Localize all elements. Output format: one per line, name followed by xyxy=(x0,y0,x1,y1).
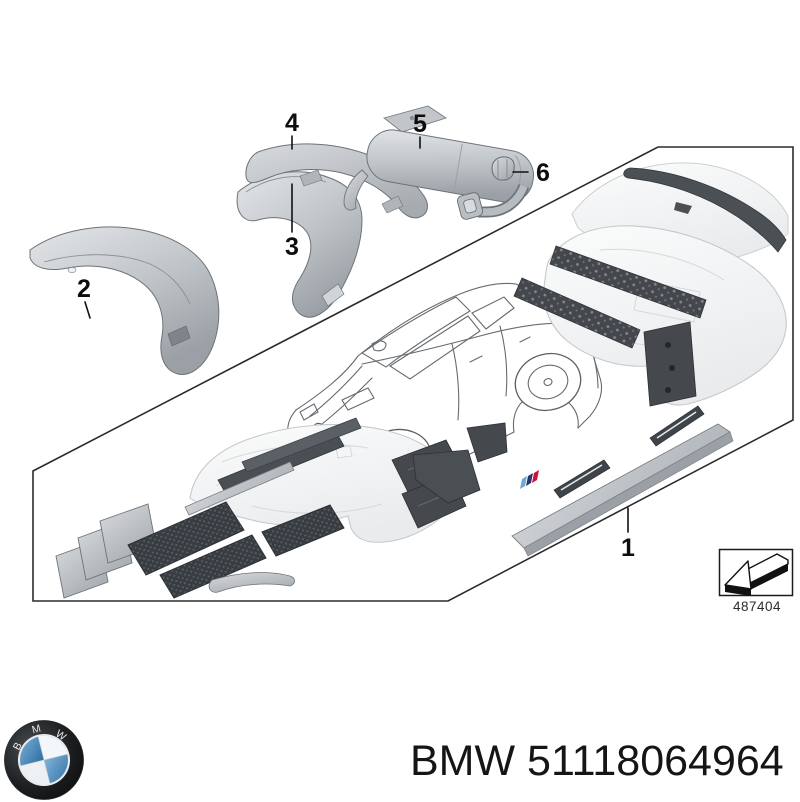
deflector-left xyxy=(412,449,481,504)
sill-finisher-strips xyxy=(553,405,705,499)
reference-box: 487404 xyxy=(718,548,794,614)
callout-5-label: 5 xyxy=(413,110,427,138)
trim-strip xyxy=(184,461,295,516)
front-grille-set xyxy=(55,461,345,599)
bmw-roundel-logo: B M W xyxy=(2,718,86,802)
mesh-grille-center xyxy=(159,534,267,599)
callout-3: 3 xyxy=(285,183,299,261)
roundel-quadrant-blue-br xyxy=(44,754,68,784)
roundel-quadrant-blue-tl xyxy=(20,736,44,766)
corner-trim-blade xyxy=(208,572,295,593)
side-skirt-edge xyxy=(523,431,734,557)
rear-bumper-lower-part xyxy=(236,171,363,318)
callout-2-label: 2 xyxy=(77,275,91,303)
rear-wheel xyxy=(514,352,582,412)
reference-code: 487404 xyxy=(733,599,781,614)
callout-1: 1 xyxy=(621,507,635,562)
bumper-carrier-lower xyxy=(513,277,641,349)
rear-bumper-assembly xyxy=(513,162,789,499)
mesh-grille-left xyxy=(127,501,245,576)
callout-1-label: 1 xyxy=(621,534,635,562)
callout-3-label: 3 xyxy=(285,233,299,261)
side-skirt-blade xyxy=(511,423,731,549)
direction-of-travel-arrow-icon xyxy=(724,553,789,596)
rear-silencer-part xyxy=(343,105,534,220)
callout-5: 5 xyxy=(413,110,427,149)
deflector-right xyxy=(466,422,508,463)
callout-6-label: 6 xyxy=(536,159,550,187)
callout-6: 6 xyxy=(512,159,550,187)
impact-strip xyxy=(241,417,362,473)
exhaust-clamp-part xyxy=(491,156,515,181)
roundel-quadrant-white-bl xyxy=(20,760,50,784)
roundel-letter-b: B xyxy=(11,740,25,752)
callouts: 1 2 3 4 5 6 xyxy=(77,109,635,562)
diagram-frame xyxy=(32,146,794,602)
mesh-grille-right xyxy=(261,504,345,557)
callout-4: 4 xyxy=(285,109,299,150)
callout-2: 2 xyxy=(77,275,91,319)
roundel-letter-m: M xyxy=(31,722,42,736)
front-bumper-part xyxy=(29,226,220,375)
side-skirt-group xyxy=(412,422,734,557)
part-number-title: BMW 51118064964 xyxy=(410,737,784,785)
roundel-quadrant-white-tr xyxy=(38,736,68,760)
trunk-emblem-mark xyxy=(674,202,692,214)
callout-4-label: 4 xyxy=(285,109,299,137)
m-badge xyxy=(520,470,539,489)
trunk-spoiler xyxy=(623,167,787,253)
exhaust-flange xyxy=(456,192,484,220)
bumper-carrier-upper xyxy=(549,245,707,319)
side-bracket xyxy=(643,321,697,407)
